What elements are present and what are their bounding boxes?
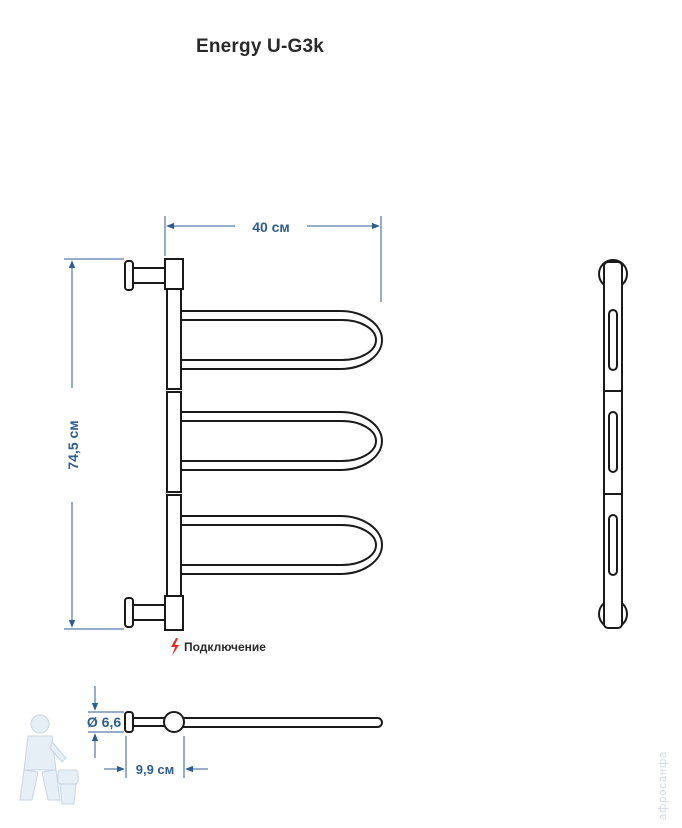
bottom-wall-mount (124, 597, 166, 628)
offset-dimension (104, 736, 208, 778)
height-dimension (64, 258, 124, 630)
product-title: Energy U-G3k (195, 36, 325, 57)
front-view (124, 258, 383, 631)
top-view (124, 711, 383, 733)
u-tube-1 (180, 310, 383, 370)
diameter-label: Ø 6,6 (87, 714, 121, 730)
lightning-icon (171, 638, 179, 656)
u-tube-3 (180, 515, 383, 575)
height-label: 74,5 см (65, 420, 81, 469)
width-label: 40 см (252, 219, 290, 235)
vertical-collector (164, 258, 184, 631)
connection-label: Подключение (184, 640, 266, 654)
offset-label: 9,9 см (136, 762, 175, 777)
diameter-dimension (88, 686, 124, 758)
width-dimension (164, 216, 382, 302)
u-tube-2 (180, 411, 383, 471)
plumber-mascot-icon (19, 714, 79, 805)
side-view (598, 259, 628, 629)
watermark-text: aфросанфа (657, 751, 669, 820)
top-wall-mount (124, 260, 166, 291)
